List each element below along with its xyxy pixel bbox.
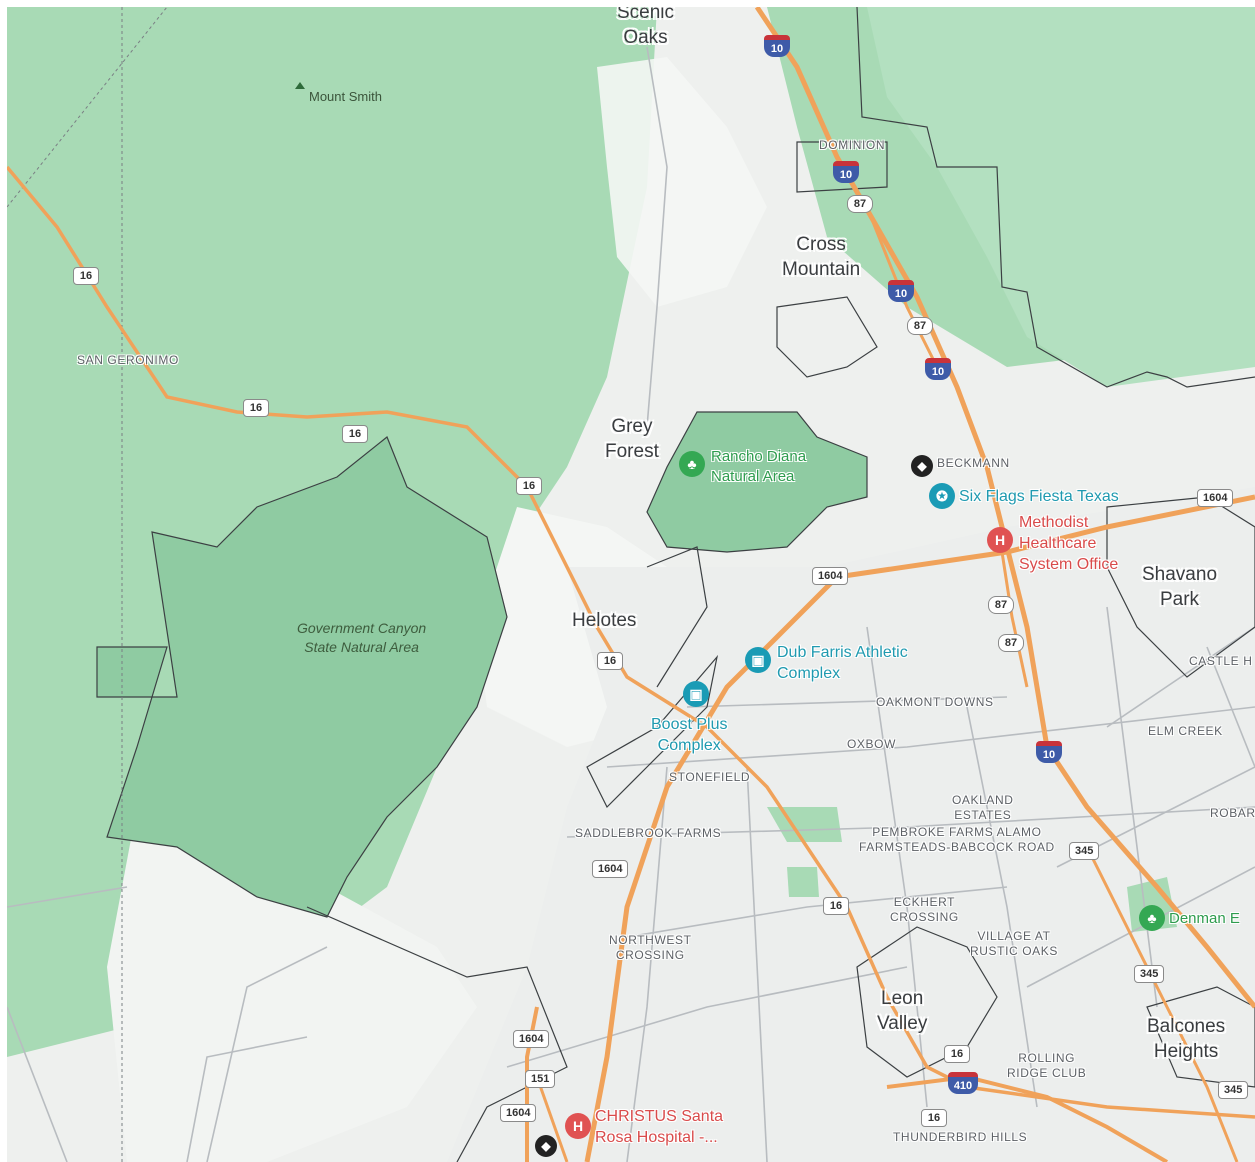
highway-16-shield[interactable]: 16 [243, 399, 269, 417]
poi-dub-farris[interactable]: Dub Farris Athletic Complex [777, 644, 908, 682]
stadium-icon[interactable]: ▣ [745, 647, 771, 673]
interstate-410-road [886, 1074, 1169, 1162]
open-area-north [597, 57, 767, 307]
place-cross-mountain[interactable]: Cross Mountain [782, 234, 861, 280]
neighborhood-oxbow[interactable]: OXBOW [847, 737, 897, 751]
neighborhood-thunderbird-hills[interactable]: THUNDERBIRD HILLS [893, 1130, 1028, 1144]
neighborhood-village-rustic-oaks[interactable]: VILLAGE AT RUSTIC OAKS [970, 929, 1058, 958]
neighborhood-stonefield[interactable]: STONEFIELD [669, 770, 751, 784]
highway-151-road [535, 1076, 569, 1162]
place-leon-valley[interactable]: Leon Valley [877, 988, 928, 1034]
highway-16-shield[interactable]: 16 [823, 897, 849, 915]
us-87-road-south [1000, 551, 1029, 688]
interstate-10-shield[interactable]: 10 [1036, 741, 1062, 763]
neighborhood-oakland-estates[interactable]: OAKLAND ESTATES [952, 793, 1014, 822]
highway-345-shield[interactable]: 345 [1069, 842, 1100, 860]
poi-boost-plus[interactable]: Boost Plus Complex [651, 716, 728, 754]
highway-16-shield[interactable]: 16 [342, 425, 368, 443]
highway-16-road [7, 165, 1255, 1119]
highway-16-shield[interactable]: 16 [73, 267, 99, 285]
rancho-diana-area [646, 411, 868, 553]
interstate-410-shield[interactable]: 410 [948, 1072, 978, 1094]
highway-345-road [1085, 846, 1239, 1162]
county-boundary-diagonal [7, 7, 168, 208]
mountain-peak-icon [295, 82, 305, 89]
neighborhood-saddlebrook-farms[interactable]: SADDLEBROOK FARMS [575, 826, 722, 840]
interstate-10-shield[interactable]: 10 [888, 280, 914, 302]
highway-16-shield[interactable]: 16 [516, 477, 542, 495]
park-patch-2 [787, 867, 819, 897]
urban-area [447, 487, 1255, 1162]
highway-16-shield[interactable]: 16 [921, 1109, 947, 1127]
local-roads [7, 46, 1255, 1162]
government-canyon-area [96, 436, 508, 918]
hospital-icon[interactable]: H [565, 1113, 591, 1139]
highway-345-shield[interactable]: 345 [1218, 1081, 1249, 1099]
neighborhood-oakmont-downs[interactable]: OAKMONT DOWNS [876, 695, 994, 709]
place-grey-forest[interactable]: Grey Forest [605, 416, 659, 462]
poi-christus[interactable]: CHRISTUS Santa Rosa Hospital -... [595, 1108, 724, 1146]
hospital-icon[interactable]: H [987, 527, 1013, 553]
map-canvas[interactable]: Scenic Oaks Cross Mountain Grey Forest H… [7, 7, 1255, 1162]
loop-1604-road-south [525, 1006, 539, 1162]
map-terrain [7, 7, 1255, 1162]
interstate-10-shield[interactable]: 10 [925, 358, 951, 380]
city-boundaries [306, 7, 1255, 1162]
neighborhood-northwest-crossing[interactable]: NORTHWEST CROSSING [609, 933, 692, 962]
stadium-icon[interactable]: ▣ [683, 681, 709, 707]
amusement-park-icon[interactable]: ✪ [929, 483, 955, 509]
park-icon[interactable]: ♣ [679, 451, 705, 477]
place-balcones-heights[interactable]: Balcones Heights [1147, 1016, 1226, 1062]
neighborhood-eckhert-crossing[interactable]: ECKHERT CROSSING [890, 895, 959, 924]
neighborhood-elm-creek[interactable]: ELM CREEK [1148, 724, 1223, 738]
loop-1604-shield[interactable]: 1604 [1197, 489, 1234, 507]
us-87-shield[interactable]: 87 [988, 596, 1014, 614]
poi-methodist[interactable]: Methodist Healthcare System Office [1019, 514, 1119, 573]
us-87-shield[interactable]: 87 [998, 634, 1024, 652]
us-87-shield[interactable]: 87 [847, 195, 873, 213]
neighborhood-dominion[interactable]: DOMINION [819, 138, 886, 152]
park-icon[interactable]: ♣ [1139, 905, 1165, 931]
poi-denman[interactable]: Denman E [1169, 910, 1240, 927]
loop-1604-shield[interactable]: 1604 [500, 1104, 537, 1122]
highway-16-shield[interactable]: 16 [597, 652, 623, 670]
us-87-shield[interactable]: 87 [907, 317, 933, 335]
place-shavano-park[interactable]: Shavano Park [1142, 564, 1218, 610]
highway-16-shield[interactable]: 16 [944, 1045, 970, 1063]
neighborhood-rolling-ridge-club[interactable]: ROLLING RIDGE CLUB [1007, 1051, 1087, 1080]
neighborhood-robards[interactable]: ROBAR [1210, 806, 1255, 820]
loop-1604-shield[interactable]: 1604 [513, 1030, 550, 1048]
highway-345-shield[interactable]: 345 [1134, 965, 1165, 983]
mount-smith-label[interactable]: Mount Smith [309, 89, 382, 104]
place-scenic-oaks[interactable]: Scenic Oaks [617, 7, 675, 48]
interstate-10-shield[interactable]: 10 [833, 161, 859, 183]
poi-six-flags[interactable]: Six Flags Fiesta Texas [959, 488, 1119, 505]
map-pin-icon[interactable]: ◆ [535, 1135, 557, 1157]
highway-151-shield[interactable]: 151 [525, 1070, 556, 1088]
forest-area-northeast [867, 7, 1255, 387]
neighborhood-san-geronimo[interactable]: SAN GERONIMO [77, 353, 179, 367]
neighborhood-beckmann[interactable]: BECKMANN [937, 456, 1010, 470]
interstate-10-shield[interactable]: 10 [764, 35, 790, 57]
loop-1604-shield[interactable]: 1604 [812, 567, 849, 585]
loop-1604-shield[interactable]: 1604 [592, 860, 629, 878]
neighborhood-castle-hills[interactable]: CASTLE H [1189, 654, 1253, 668]
poi-rancho-diana[interactable]: Rancho Diana Natural Area [711, 448, 807, 485]
neighborhood-pembroke-farms[interactable]: PEMBROKE FARMS ALAMO FARMSTEADS-BABCOCK … [859, 825, 1055, 854]
place-helotes[interactable]: Helotes [572, 610, 637, 631]
open-area-southwest [107, 807, 477, 1162]
map-pin-icon[interactable]: ◆ [911, 455, 933, 477]
government-canyon-label[interactable]: Government Canyon State Natural Area [297, 620, 427, 655]
